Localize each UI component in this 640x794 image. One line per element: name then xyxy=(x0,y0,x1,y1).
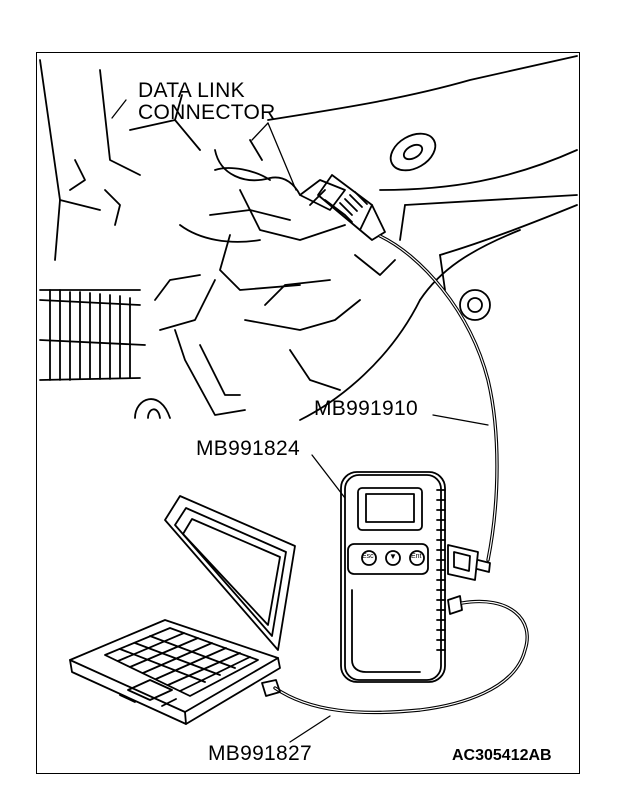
laptop-computer xyxy=(69,495,296,725)
label-mb991824: MB991824 xyxy=(196,437,300,460)
diagram-frame xyxy=(36,52,580,774)
vci-device-mb991824 xyxy=(340,471,446,683)
esc-button-icon xyxy=(361,550,377,566)
label-mb991827: MB991827 xyxy=(208,742,312,765)
connector-leader-lines xyxy=(111,99,297,191)
down-button-icon xyxy=(385,550,401,566)
figure-code: AC305412AB xyxy=(452,747,552,764)
label-mb991910: MB991910 xyxy=(314,397,418,420)
enter-button-icon xyxy=(409,550,425,566)
engine-bay-illustration xyxy=(39,55,578,421)
label-data-link: DATA LINK xyxy=(138,79,245,102)
down-button-label: ▼ xyxy=(389,552,397,561)
enter-button-label: Ent xyxy=(411,553,422,560)
vci-port-connector xyxy=(447,544,491,581)
cable-mb991827 xyxy=(261,595,529,743)
label-connector: CONNECTOR xyxy=(138,101,276,124)
data-link-connector xyxy=(299,174,386,241)
esc-button-label: Esc xyxy=(362,553,374,560)
cable-mb991910 xyxy=(378,234,499,562)
vci-leader-line xyxy=(311,454,346,499)
